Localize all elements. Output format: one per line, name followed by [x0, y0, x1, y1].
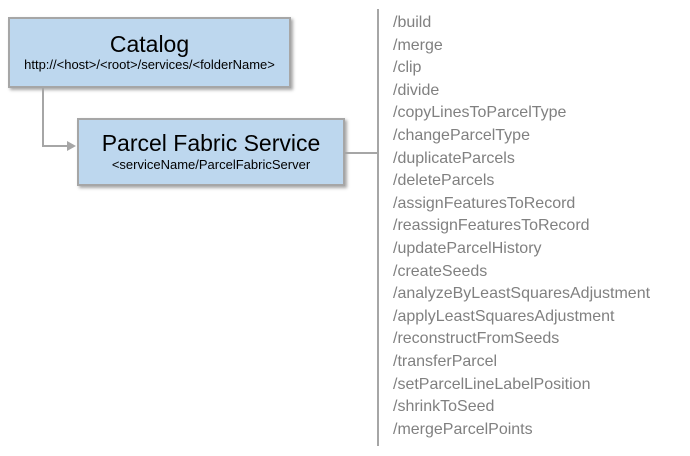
endpoint-item: /copyLinesToParcelType — [393, 104, 567, 122]
endpoint-item: /analyzeByLeastSquaresAdjustment — [393, 285, 651, 303]
endpoint-item: /setParcelLineLabelPosition — [393, 375, 591, 393]
endpoint-item: /duplicateParcels — [393, 149, 515, 167]
connector-arrowhead-icon — [67, 141, 76, 151]
endpoint-item: /updateParcelHistory — [393, 239, 542, 257]
service-url: <serviceName/ParcelFabricServer — [111, 156, 311, 172]
catalog-node: Catalog http://<host>/<root>/services/<f… — [8, 17, 291, 88]
catalog-connector-horizontal-line — [42, 145, 68, 147]
endpoint-item: /reconstructFromSeeds — [393, 330, 560, 348]
endpoint-item: /merge — [393, 36, 443, 54]
endpoint-item: /deleteParcels — [393, 172, 495, 190]
endpoint-item: /clip — [393, 59, 422, 77]
catalog-url: http://<host>/<root>/services/<folderNam… — [24, 57, 275, 73]
endpoint-item: /applyLeastSquaresAdjustment — [393, 307, 615, 325]
endpoint-item: /shrinkToSeed — [393, 398, 495, 416]
catalog-title: Catalog — [109, 30, 190, 57]
endpoint-item: /changeParcelType — [393, 126, 530, 144]
endpoint-item: /transferParcel — [393, 352, 498, 370]
endpoint-item: /build — [393, 14, 432, 31]
endpoint-item: /mergeParcelPoints — [393, 420, 533, 438]
endpoint-list: /build/merge/clip/divide/copyLinesToParc… — [393, 12, 650, 441]
endpoint-item: /divide — [393, 81, 440, 99]
endpoint-list-divider — [377, 9, 379, 446]
catalog-connector-vertical-line — [42, 88, 44, 147]
endpoint-item: /assignFeaturesToRecord — [393, 194, 576, 212]
parcel-fabric-service-node: Parcel Fabric Service <serviceName/Parce… — [77, 118, 345, 186]
endpoint-item: /reassignFeaturesToRecord — [393, 217, 590, 235]
endpoint-item: /createSeeds — [393, 262, 488, 280]
service-to-list-connector — [345, 152, 378, 154]
service-title: Parcel Fabric Service — [101, 130, 321, 157]
